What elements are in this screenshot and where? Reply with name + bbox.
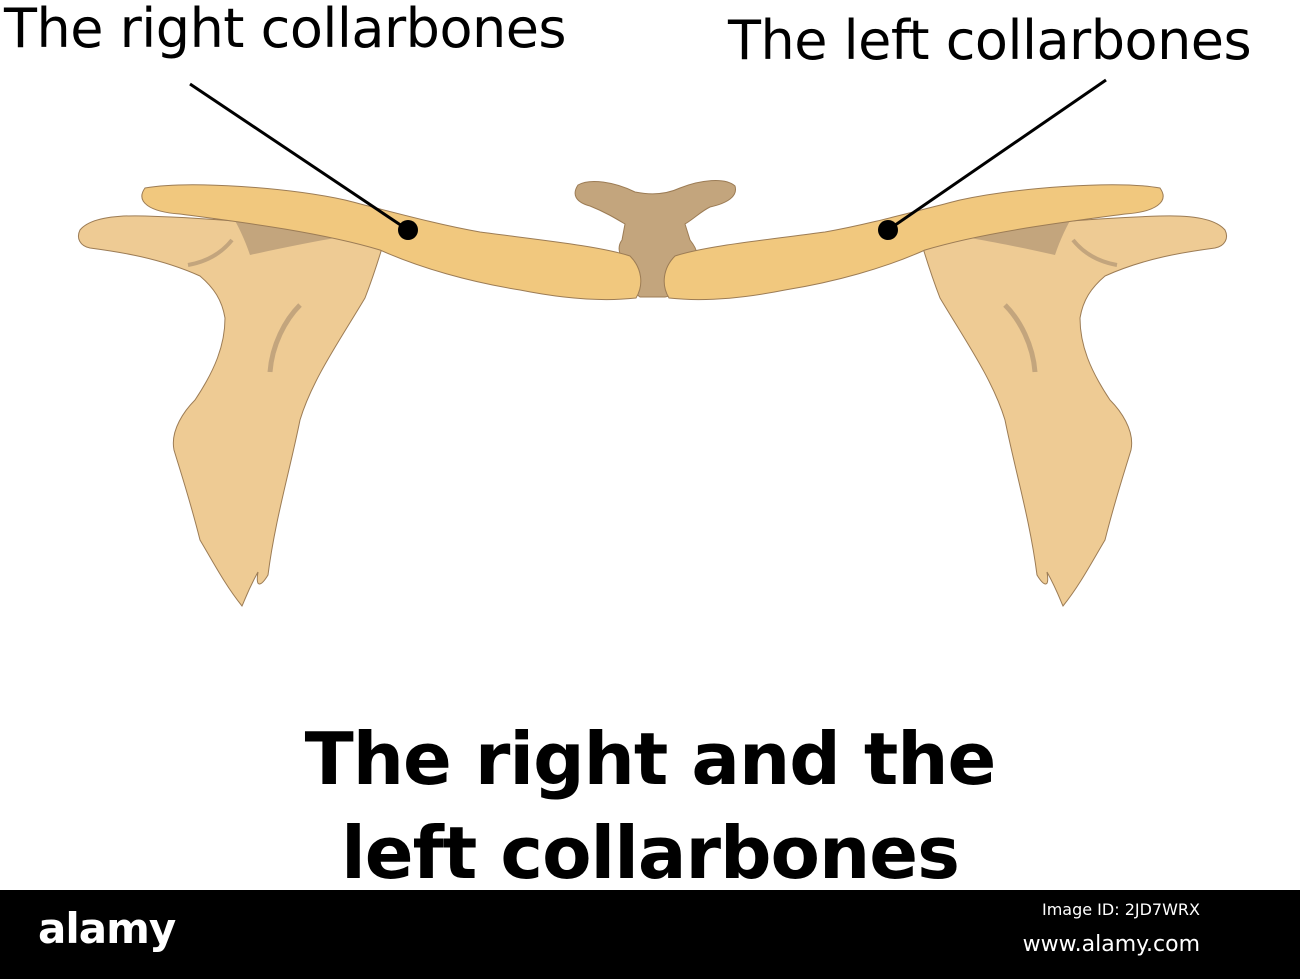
diagram-title: The right and the left collarbones [0,712,1300,900]
watermark-footer-bar: alamy Image ID: 2JD7WRX www.alamy.com [0,890,1300,979]
left-scapula [920,212,1227,606]
title-line-2: left collarbones [0,806,1300,900]
left-collarbone-marker [878,220,898,240]
right-collarbone-label: The right collarbones [4,2,566,56]
left-collarbone-label: The left collarbones [728,14,1251,68]
alamy-logo: alamy [38,908,175,950]
title-line-1: The right and the [0,712,1300,806]
right-scapula [78,212,385,606]
footer-url-text: www.alamy.com [1023,934,1200,956]
right-collarbone-marker [398,220,418,240]
image-id-text: Image ID: 2JD7WRX [1042,902,1200,918]
